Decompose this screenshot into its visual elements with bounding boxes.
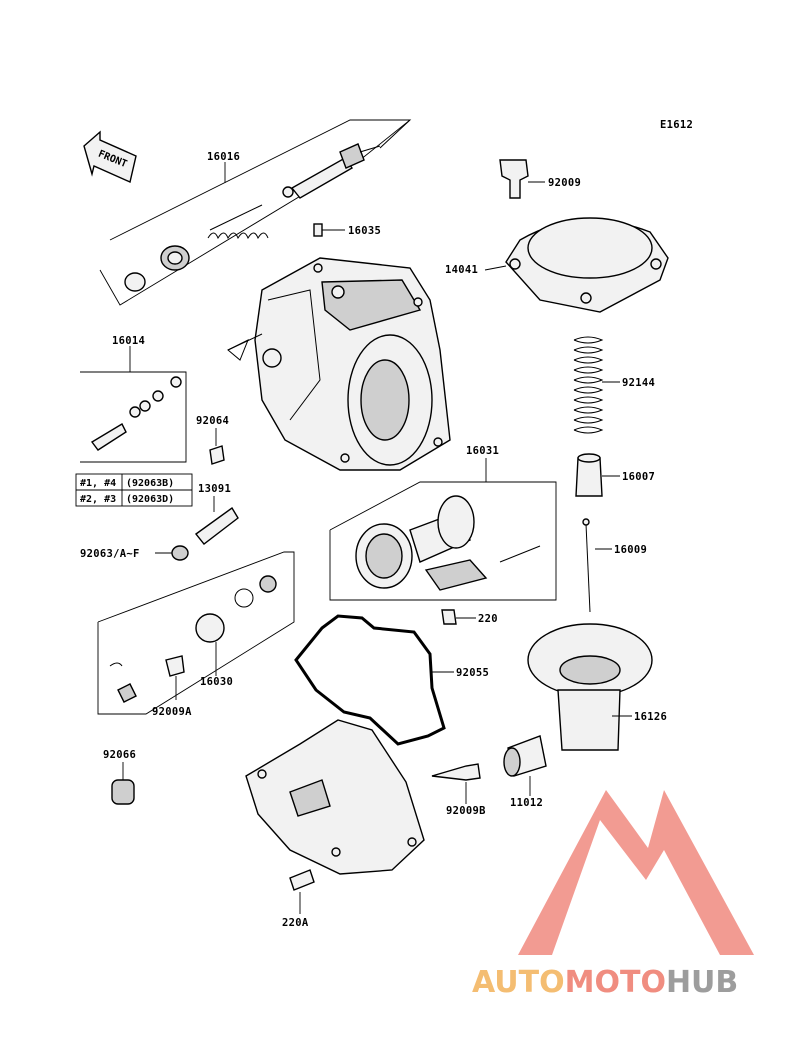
kit-16014 [80,346,187,463]
watermark-hub: HUB [666,965,738,1000]
needle-jet-13091 [194,496,239,545]
pilot-screw-assembly [99,119,412,306]
air-cutoff-assembly-16030 [97,551,295,715]
diagram-code: E1612 [660,119,693,131]
plug-16035 [313,223,345,237]
part-label-92063: 92063/A~F [80,548,140,560]
part-label-11012: 11012 [510,797,543,809]
watermark-moto: MOTO [565,965,666,1000]
float-bowl [245,719,425,875]
part-label-220A: 220A [282,917,309,929]
part-label-92009: 92009 [548,177,581,189]
part-label-92009B: 92009B [446,805,486,817]
variant-row-1-part: (92063B) [126,478,174,489]
front-arrow-icon: FRONT [83,130,137,183]
part-label-92009A: 92009A [152,706,192,718]
screw-220A [289,869,315,914]
gasket-92055 [294,614,454,746]
watermark-auto: AUTO [472,965,565,1000]
cap-92066 [111,762,135,805]
screw-220 [441,609,476,625]
part-label-16126: 16126 [634,711,667,723]
top-cover-14041 [484,217,669,313]
screw-92009 [499,159,545,199]
part-label-16009: 16009 [614,544,647,556]
variant-table: #1, #4 (92063B) #2, #3 (92063D) [75,473,193,507]
part-label-13091: 13091 [198,483,231,495]
screw-92009B [431,763,481,804]
part-label-92064: 92064 [196,415,229,427]
seal-11012 [503,735,547,796]
variant-row-2-part: (92063D) [126,494,174,505]
part-label-16035: 16035 [348,225,381,237]
main-jet-92063 [155,545,189,561]
part-label-16030: 16030 [200,676,233,688]
part-label-16007: 16007 [622,471,655,483]
part-label-14041: 14041 [445,264,478,276]
part-label-16016: 16016 [207,151,240,163]
variant-row-1-cyl: #1, #4 [80,478,116,489]
jet-needle-16009 [582,518,612,613]
jet-92064 [209,428,225,465]
float-assembly-16031 [329,458,557,601]
part-label-92055: 92055 [456,667,489,679]
spring-92144 [573,336,620,434]
part-label-92144: 92144 [622,377,655,389]
part-label-16031: 16031 [466,445,499,457]
diaphragm-16126 [527,623,653,751]
svg-text:AUTOMOTOHUB: AUTOMOTOHUB [472,965,738,1000]
part-label-220: 220 [478,613,498,625]
part-label-92066: 92066 [103,749,136,761]
needle-holder-16007 [575,453,620,497]
variant-row-2-cyl: #2, #3 [80,494,116,505]
carburetor-body [227,257,451,471]
part-label-16014: 16014 [112,335,145,347]
automotohub-logo: AUTOMOTOHUB [472,790,754,1000]
